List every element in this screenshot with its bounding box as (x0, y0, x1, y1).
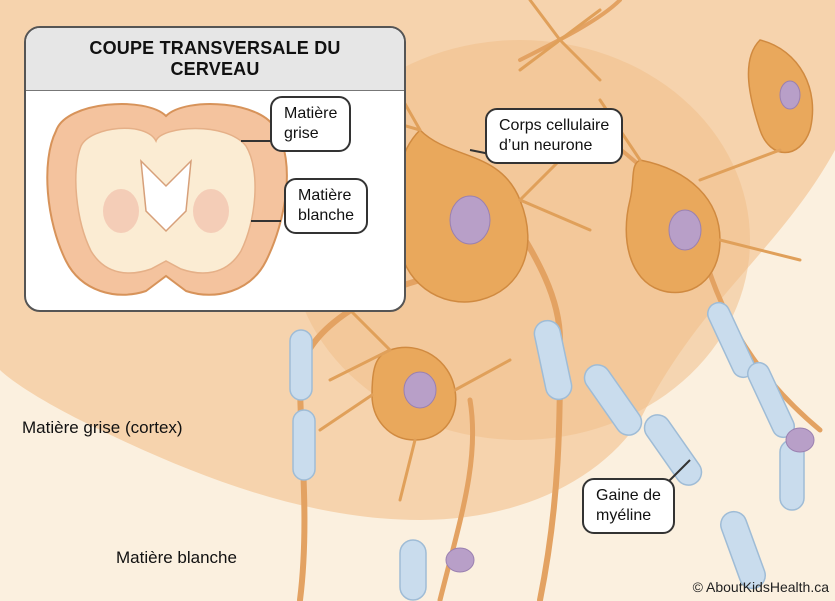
callout-white-matter: Matière blanche (284, 178, 368, 234)
brain-cross-section-inset: COUPE TRANSVERSALE DU CERVEAU Matière gr… (24, 26, 406, 312)
inset-title-line1: COUPE TRANSVERSALE DU (89, 38, 340, 59)
callout-gray-matter: Matière grise (270, 96, 351, 152)
white-matter-label: Matière blanche (116, 548, 237, 568)
callout-myelin-line2: myéline (596, 506, 661, 526)
inset-title-line2: CERVEAU (170, 59, 259, 80)
callout-white-line2: blanche (298, 206, 354, 226)
copyright-credit: © AboutKidsHealth.ca (693, 579, 829, 595)
callout-white-line1: Matière (298, 186, 354, 206)
callout-myelin-line1: Gaine de (596, 486, 661, 506)
callout-gray-line2: grise (284, 124, 337, 144)
callout-cell-body: Corps cellulaire d’un neurone (485, 108, 623, 164)
callout-cell-body-line1: Corps cellulaire (499, 116, 609, 136)
callout-gray-line1: Matière (284, 104, 337, 124)
callout-cell-body-line2: d’un neurone (499, 136, 609, 156)
gray-matter-label: Matière grise (cortex) (22, 418, 183, 438)
inset-header: COUPE TRANSVERSALE DU CERVEAU (26, 28, 404, 91)
callout-myelin: Gaine de myéline (582, 478, 675, 534)
